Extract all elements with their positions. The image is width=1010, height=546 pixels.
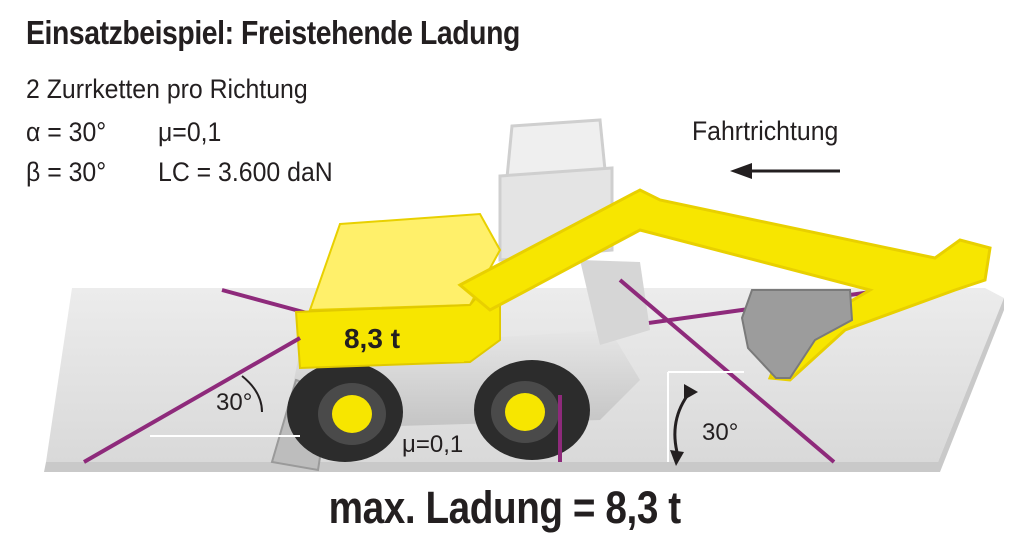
max-load-result: max. Ladung = 8,3 t [0, 482, 1010, 534]
friction-spec: μ=0,1 [158, 117, 222, 147]
lashing-capacity-spec: LC = 3.600 daN [158, 157, 333, 187]
excavator-cab [498, 118, 614, 262]
angle-double-arrow-icon [670, 384, 698, 466]
beta-angle-spec: β = 30° [26, 157, 107, 187]
load-weight-label: 8,3 t [344, 323, 400, 354]
max-load-text: max. Ladung = 8,3 t [328, 482, 682, 533]
angle-left-label: 30° [216, 389, 252, 416]
angle-right-label: 30° [702, 419, 738, 446]
loading-illustration: 8,3 t 30° 30° μ=0,1 [44, 118, 1004, 472]
page-title: Einsatzbeispiel: Freistehende Ladung [26, 14, 520, 51]
excavator-upper-body [294, 212, 502, 370]
wheel-front-right [474, 360, 590, 460]
angle-arc-left [241, 375, 263, 413]
alpha-angle-spec: α = 30° [26, 117, 107, 147]
wheel-front-left [287, 362, 403, 462]
excavator-bucket [740, 289, 854, 379]
chain-count-spec: 2 Zurrketten pro Richtung [26, 74, 308, 104]
excavator-boom [457, 188, 992, 382]
direction-arrow-icon [730, 163, 840, 179]
friction-label: μ=0,1 [402, 431, 463, 458]
angle-guide-lines [150, 371, 744, 462]
driving-direction-label: Fahrtrichtung [692, 116, 839, 146]
